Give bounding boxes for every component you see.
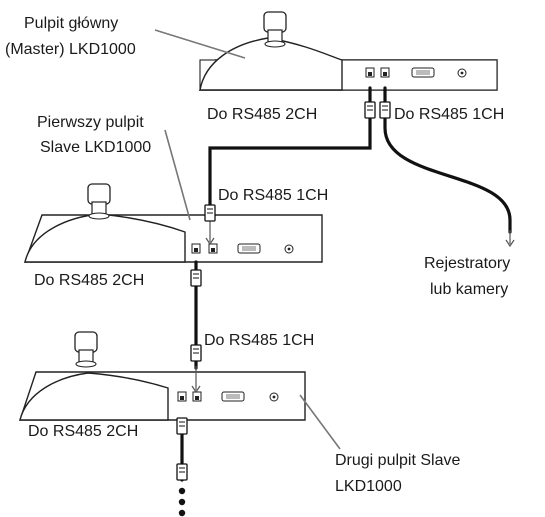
arrow-down-icon	[191, 366, 201, 394]
db9-port-icon	[221, 391, 245, 402]
ellipsis-dots-icon	[178, 487, 186, 517]
rj45-plug-icon	[176, 417, 188, 435]
leader-slave2	[299, 394, 341, 450]
master-label-line2: (Master) LKD1000	[5, 41, 136, 58]
joystick-icon	[263, 11, 287, 48]
slave1-console	[24, 183, 323, 263]
leader-master	[154, 29, 246, 59]
joystick-icon	[87, 183, 111, 220]
recorders-label-line1: Rejestratory	[424, 255, 510, 272]
slave2-label-line2: LKD1000	[335, 478, 402, 495]
slave1-out-2ch-label: Do RS485 2CH	[34, 272, 144, 289]
master-label-line1: Pulpit główny	[24, 15, 118, 32]
arrow-down-icon	[505, 230, 515, 248]
slave2-label-line1: Drugi pulpit Slave	[335, 452, 461, 469]
master-out-2ch-label: Do RS485 2CH	[207, 106, 317, 123]
db9-port-icon	[237, 243, 261, 254]
rj45-plug-icon	[204, 204, 216, 222]
recorders-label-line2: lub kamery	[430, 281, 508, 298]
rj45-plug-icon	[190, 269, 202, 287]
rj45-plug-icon	[190, 344, 202, 362]
rj45-plug-icon	[176, 463, 188, 481]
rj45-plug-icon	[379, 101, 391, 119]
rj45-plug-icon	[364, 101, 376, 119]
master-out-1ch-label: Do RS485 1CH	[394, 106, 504, 123]
slave1-label-line1: Pierwszy pulpit	[37, 114, 144, 131]
slave2-console	[19, 331, 306, 421]
slave2-in-1ch-label: Do RS485 1CH	[204, 332, 314, 349]
slave1-in-1ch-label: Do RS485 1CH	[218, 187, 328, 204]
master-console	[198, 11, 498, 91]
joystick-icon	[74, 331, 98, 368]
power-jack-icon	[457, 68, 467, 78]
cable-master-to-recorders	[383, 86, 512, 234]
arrow-down-icon	[205, 220, 215, 246]
power-jack-icon	[284, 244, 294, 254]
power-jack-icon	[269, 392, 279, 402]
slave1-label-line2: Slave LKD1000	[40, 139, 151, 156]
leader-slave1	[164, 129, 191, 221]
slave2-out-2ch-label: Do RS485 2CH	[28, 423, 138, 440]
db9-port-icon	[411, 67, 435, 78]
